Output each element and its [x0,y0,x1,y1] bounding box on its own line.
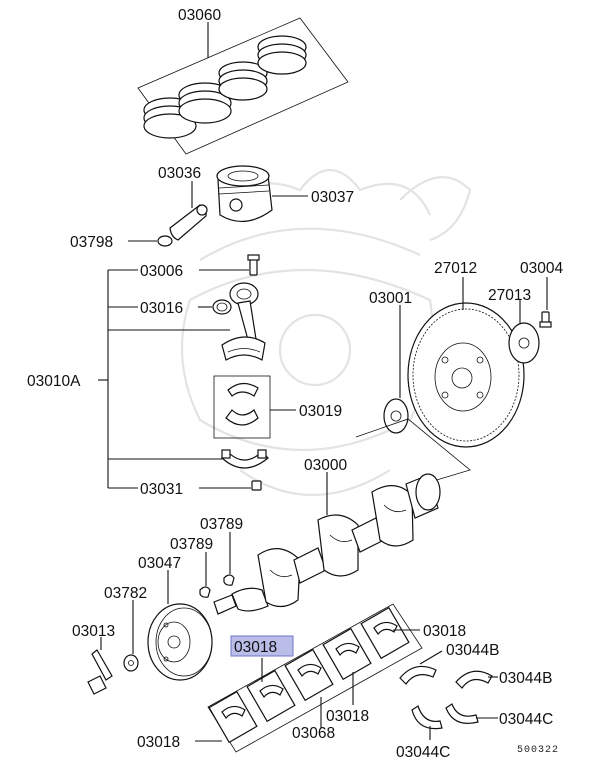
label-03018-left[interactable]: 03018 [137,734,180,751]
label-03044B-right[interactable]: 03044B [499,670,552,687]
snap-ring[interactable] [157,235,173,247]
piston[interactable] [216,165,273,222]
label-27012[interactable]: 27012 [434,260,477,277]
label-03016[interactable]: 03016 [140,300,183,317]
label-03013[interactable]: 03013 [72,623,115,640]
label-03006[interactable]: 03006 [140,263,183,280]
connecting-rod-cap[interactable] [221,449,269,469]
connecting-rod-nut[interactable] [251,480,262,491]
thrust-washer-upper-left[interactable] [399,665,437,685]
crankshaft-plate[interactable] [383,398,409,434]
label-03004[interactable]: 03004 [520,260,563,277]
label-03789-lower[interactable]: 03789 [170,536,213,553]
pulley-washer[interactable] [123,654,139,672]
label-03010A[interactable]: 03010A [27,373,81,390]
label-03036[interactable]: 03036 [158,165,201,182]
diagram-code: 500322 [517,745,559,756]
label-03798[interactable]: 03798 [70,234,113,251]
label-03031[interactable]: 03031 [140,481,183,498]
crankshaft-key-lower[interactable] [199,586,211,598]
main-bearing-set[interactable] [207,603,423,753]
connecting-rod-bearing-set[interactable] [213,375,271,439]
label-03000[interactable]: 03000 [304,457,347,474]
label-03037[interactable]: 03037 [311,189,354,206]
thrust-washer-upper-right[interactable] [455,670,493,689]
thrust-washer-lower-right[interactable] [445,703,479,724]
label-03019[interactable]: 03019 [299,403,342,420]
main-bearing-5 [360,606,410,660]
flywheel-bolt[interactable] [539,311,552,328]
label-03047[interactable]: 03047 [138,555,181,572]
main-bearing-1 [208,690,258,744]
crankshaft-key-upper[interactable] [223,574,235,586]
label-27013[interactable]: 27013 [488,287,531,304]
main-bearing-3 [284,648,334,702]
label-03018-right[interactable]: 03018 [423,623,466,640]
connecting-rod-bushing[interactable] [212,299,232,315]
label-03001[interactable]: 03001 [369,290,412,307]
piston-pin[interactable] [169,204,208,241]
crankshaft[interactable] [213,473,441,615]
piston-rings-set[interactable] [137,17,349,155]
flywheel[interactable] [407,302,525,448]
label-03044B-top[interactable]: 03044B [446,642,499,659]
thrust-washer-lower-left[interactable] [411,705,443,730]
label-03068[interactable]: 03068 [292,725,335,742]
connecting-rod[interactable] [221,282,266,361]
label-03044C-right[interactable]: 03044C [499,711,553,728]
main-bearing-2 [246,669,296,723]
label-03018-middle[interactable]: 03018 [326,708,369,725]
label-03044C-bottom[interactable]: 03044C [396,744,450,761]
connecting-rod-assembly-bracket [98,269,230,489]
watermark-emblem [180,168,472,497]
label-03782[interactable]: 03782 [104,585,147,602]
pulley-bolt[interactable] [87,649,113,695]
main-bearing-4 [322,627,372,681]
label-03789-upper[interactable]: 03789 [200,516,243,533]
highlight-box-03018 [230,635,294,657]
label-03018-highlighted[interactable]: 03018 [234,639,277,656]
connecting-rod-bolt[interactable] [247,254,260,276]
crankshaft-pulley[interactable] [147,603,213,681]
flywheel-plate[interactable] [508,322,540,364]
label-03060[interactable]: 03060 [178,7,221,24]
